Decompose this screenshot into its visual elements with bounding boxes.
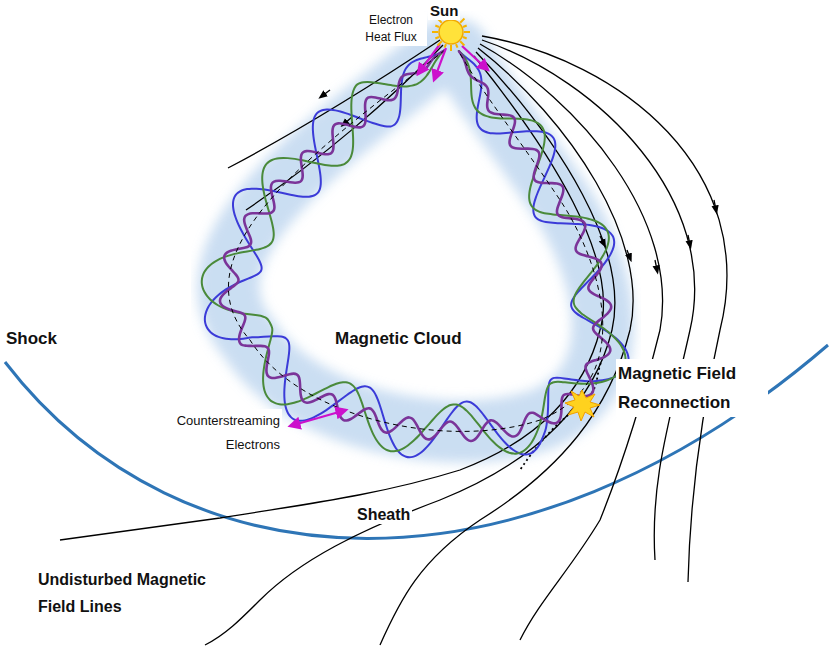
helix-line — [202, 50, 626, 454]
helix-line — [205, 50, 629, 457]
reconnected-field — [520, 406, 580, 470]
shock-label: Shock — [4, 329, 59, 349]
helical-field-lines — [202, 50, 629, 457]
electrons-label: Counterstreaming Electrons — [146, 409, 282, 457]
flux-rope-band — [228, 50, 602, 431]
sheath-label: Sheath — [355, 505, 412, 524]
cloud-label: Magnetic Cloud — [333, 329, 464, 349]
heat-flux-label: Electron Heat Flux — [355, 12, 427, 46]
reconnection-burst — [565, 390, 600, 421]
sun-label: Sun — [428, 2, 460, 20]
undisturbed-label: Undisturbed Magnetic Field Lines — [36, 566, 238, 620]
electron-arrows — [290, 44, 488, 426]
field-lines — [60, 36, 727, 645]
helix-line — [220, 50, 611, 441]
reconnection-label: Magnetic Field Reconnection — [616, 359, 768, 417]
flux-rope-axis — [228, 50, 602, 431]
